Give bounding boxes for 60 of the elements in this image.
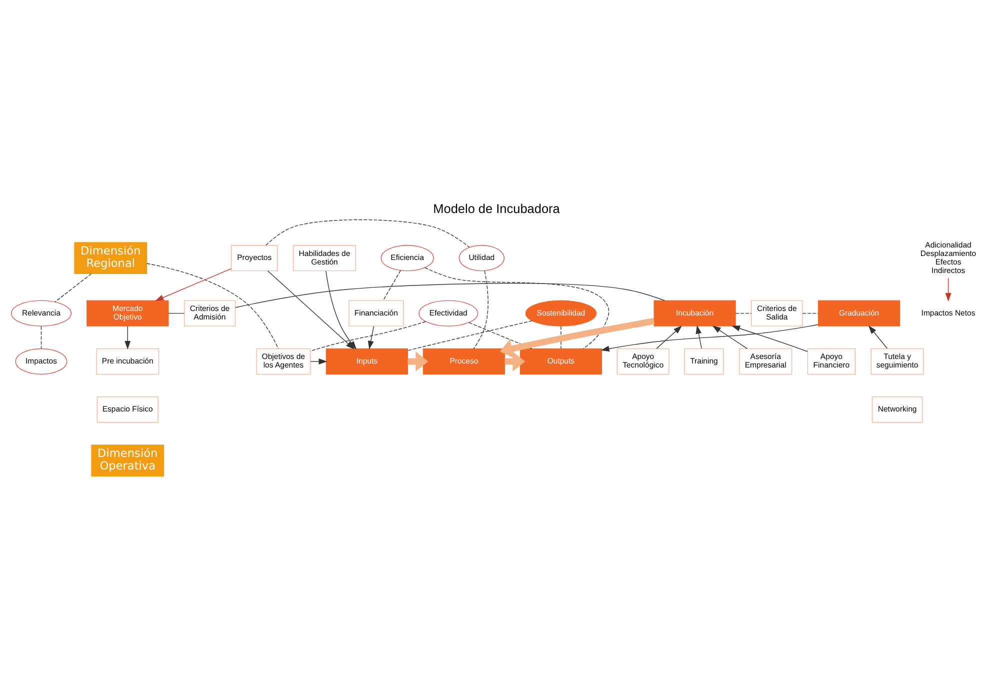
node-ellipse: Sostenibilidad xyxy=(525,300,597,326)
node-box: Criterios de Admisión xyxy=(184,300,236,326)
connector xyxy=(473,270,488,349)
node-box: Incubación xyxy=(654,300,736,326)
connector xyxy=(235,282,665,308)
node-box: Mercado Objetivo xyxy=(86,300,169,326)
arrow xyxy=(945,277,952,301)
node-box: Networking xyxy=(872,396,923,422)
arrow xyxy=(124,325,131,349)
arrow xyxy=(408,351,428,371)
node-ellipse: Impactos xyxy=(15,348,68,374)
node-box: Apoyo Financiero xyxy=(807,348,856,374)
arrow xyxy=(600,324,818,352)
node-box: Proyectos xyxy=(231,244,278,271)
node-box: Financiación xyxy=(348,300,404,326)
node-box: Tutela y seguimiento xyxy=(870,348,924,374)
arrow xyxy=(868,324,888,348)
node-box: Training xyxy=(684,348,724,374)
connector xyxy=(802,312,819,314)
connector xyxy=(382,270,401,300)
node-box: Habilidades de Gestión xyxy=(292,244,356,271)
connector xyxy=(40,325,42,348)
node-text: Adicionalidad Desplazamiento Efectos Indirectos xyxy=(920,240,976,274)
connector xyxy=(560,325,562,348)
arrow xyxy=(500,317,655,358)
node-ellipse: Eficiencia xyxy=(380,244,434,271)
arrow xyxy=(696,324,702,348)
node-box: Asesoría Empresarial xyxy=(739,348,792,374)
connector xyxy=(146,262,279,348)
connector xyxy=(54,272,92,302)
arrow xyxy=(368,325,374,349)
arrow xyxy=(504,351,526,371)
connector xyxy=(735,312,752,314)
node-ellipse: Efectividad xyxy=(418,300,478,326)
node-box: Apoyo Tecnológico xyxy=(616,348,670,374)
diagram-title: Modelo de Incubadora xyxy=(433,200,560,216)
arrow xyxy=(712,325,748,349)
node-box: Espacio Físico xyxy=(96,396,158,422)
connector xyxy=(408,320,533,350)
node-box: Dimensión Operativa xyxy=(91,444,164,476)
arrow xyxy=(310,358,328,364)
node-box: Dimensión Regional xyxy=(74,242,148,274)
connector xyxy=(468,322,532,348)
node-box: Outputs xyxy=(520,348,602,374)
connector xyxy=(266,218,470,248)
node-box: Proceso xyxy=(422,348,506,374)
node-ellipse: Utilidad xyxy=(458,244,504,271)
connector xyxy=(424,266,610,348)
arrow xyxy=(155,268,232,300)
node-box: Graduación xyxy=(818,300,900,326)
node-text: Impactos Netos xyxy=(921,308,976,317)
node-box: Criterios de Salida xyxy=(751,300,803,326)
arrow xyxy=(267,270,354,349)
node-box: Pre incubación xyxy=(96,348,160,374)
node-ellipse: Relevancia xyxy=(11,300,72,326)
node-box: Objetivos de los Agentes xyxy=(256,348,311,374)
arrow xyxy=(731,325,808,352)
arrow xyxy=(656,325,682,348)
node-box: Inputs xyxy=(326,348,408,374)
connector xyxy=(168,312,185,314)
